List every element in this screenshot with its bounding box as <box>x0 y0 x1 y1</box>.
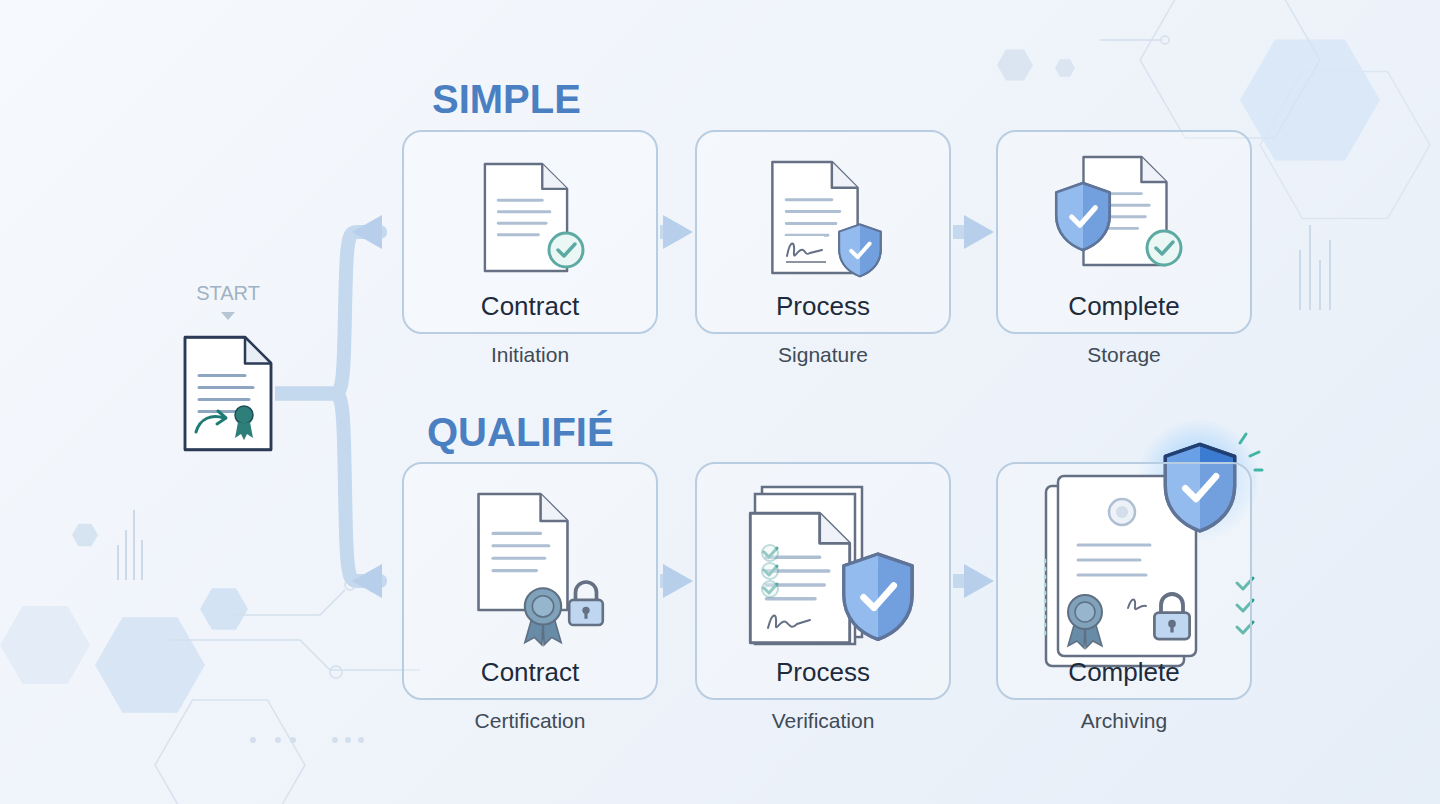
box-title: Process <box>770 291 876 332</box>
archiving-icon <box>1255 469 1262 472</box>
bar-decor <box>1329 240 1331 310</box>
hexagon-decor <box>72 524 98 547</box>
dot-decor <box>358 737 364 743</box>
process-frame: Complete <box>996 130 1252 334</box>
bar-decor <box>117 545 119 580</box>
dot-decor <box>250 737 256 743</box>
bar-decor <box>1309 225 1311 310</box>
start-document <box>185 312 271 450</box>
start-document <box>185 338 271 450</box>
process-box: ProcessVerification <box>695 462 951 733</box>
hexagon-decor <box>155 700 305 804</box>
process-box: CompleteStorage <box>996 130 1252 367</box>
circuit-decor <box>230 590 345 615</box>
start-document <box>196 417 224 432</box>
box-subtitle: Certification <box>402 709 658 733</box>
box-subtitle: Archiving <box>996 709 1252 733</box>
process-frame: Contract <box>402 462 658 700</box>
box-subtitle: Signature <box>695 343 951 367</box>
box-subtitle: Initiation <box>402 343 658 367</box>
process-box: ProcessSignature <box>695 130 951 367</box>
box-title: Process <box>770 657 876 698</box>
hexagon-decor <box>997 49 1033 80</box>
dot-decor <box>345 737 351 743</box>
process-frame: Process <box>695 462 951 700</box>
hexagon-decor <box>0 606 90 684</box>
start-document: START <box>170 282 286 452</box>
row-heading: QUALIFIÉ <box>427 409 614 455</box>
flow-arrow <box>953 225 970 239</box>
row-heading: SIMPLE <box>432 76 581 122</box>
document-outline <box>185 337 271 450</box>
start-document <box>242 422 253 440</box>
bar-decor <box>1299 250 1301 310</box>
flow-arrow <box>275 232 380 394</box>
start-document <box>217 411 226 424</box>
document-outline <box>183 335 273 452</box>
hexagon-decor <box>200 588 248 630</box>
process-frame: Complete <box>996 462 1252 700</box>
bar-decor <box>141 540 143 580</box>
box-title: Complete <box>1062 291 1185 332</box>
bar-decor <box>1319 260 1321 310</box>
dot-decor <box>332 737 338 743</box>
flow-arrow <box>660 225 669 239</box>
start-document <box>235 406 253 424</box>
box-title: Contract <box>475 657 585 698</box>
flow-arrow <box>275 394 380 582</box>
circuit-decor <box>170 640 420 670</box>
archiving-icon <box>1240 434 1246 443</box>
archiving-icon <box>1250 452 1259 456</box>
dot-decor <box>290 737 296 743</box>
hexagon-decor <box>95 617 205 712</box>
circuit-decor <box>1100 39 1160 41</box>
flow-arrow <box>953 574 970 588</box>
box-subtitle: Verification <box>695 709 951 733</box>
process-frame: Process <box>695 130 951 334</box>
hexagon-decor <box>1055 59 1075 76</box>
process-frame: Contract <box>402 130 658 334</box>
box-title: Contract <box>475 291 585 332</box>
box-title: Complete <box>1062 657 1185 698</box>
start-label: START <box>196 282 260 305</box>
dot-decor <box>275 737 281 743</box>
flow-arrow <box>660 574 669 588</box>
process-box: CompleteArchiving <box>996 462 1252 733</box>
box-subtitle: Storage <box>996 343 1252 367</box>
start-document <box>221 312 235 320</box>
process-box: ContractInitiation <box>402 130 658 367</box>
hexagon-decor <box>1260 71 1430 218</box>
dot-decor <box>250 737 364 743</box>
bar-decor <box>133 510 135 580</box>
circuit-decor <box>1161 36 1169 44</box>
hexagon-decor <box>1140 0 1320 138</box>
process-box: ContractCertification <box>402 462 658 733</box>
circuit-decor <box>330 666 342 678</box>
bar-decor <box>125 530 127 580</box>
